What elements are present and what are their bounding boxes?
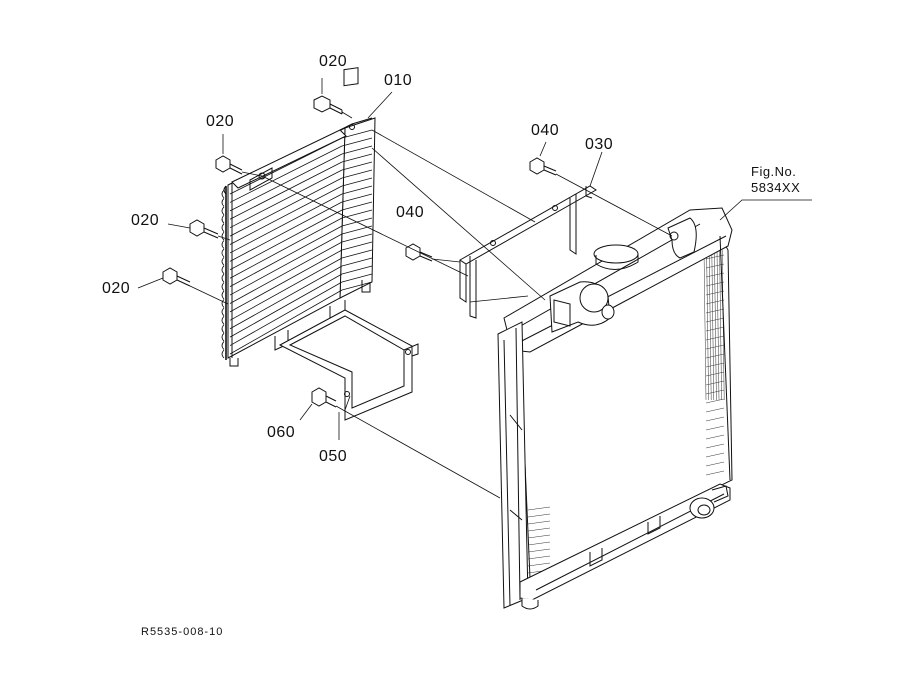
bracket-050 <box>278 309 419 421</box>
drawing-code: R5535-008-10 <box>141 626 224 638</box>
figure-reference-number: 5834XX <box>751 180 801 195</box>
callout-020-top: 020 <box>319 53 348 70</box>
oil-cooler <box>221 67 376 367</box>
callout-040-top: 040 <box>531 122 560 139</box>
callout-030: 030 <box>585 136 614 153</box>
figure-reference-label: Fig.No. <box>751 164 797 179</box>
bolt-020-mid <box>215 155 243 175</box>
bracket-030 <box>459 185 597 319</box>
radiator <box>497 207 733 610</box>
radiator-hatching <box>527 245 725 574</box>
bolt-020-top <box>313 95 343 115</box>
callout-060: 060 <box>267 424 296 441</box>
callout-020-mid: 020 <box>206 113 235 130</box>
callout-020-left2: 020 <box>102 280 131 297</box>
callout-020-left1: 020 <box>131 212 160 229</box>
callout-040-mid: 040 <box>396 204 425 221</box>
bolt-020-left1 <box>189 219 219 239</box>
cooler-fins <box>221 129 373 359</box>
figure-reference: Fig.No. 5834XX <box>751 164 800 196</box>
callout-010: 010 <box>384 72 413 89</box>
leader-lines <box>137 78 812 499</box>
bolt-020-left2 <box>162 267 191 287</box>
bolt-060 <box>311 387 337 408</box>
callout-050: 050 <box>319 448 348 465</box>
bolt-040-top <box>529 157 557 176</box>
